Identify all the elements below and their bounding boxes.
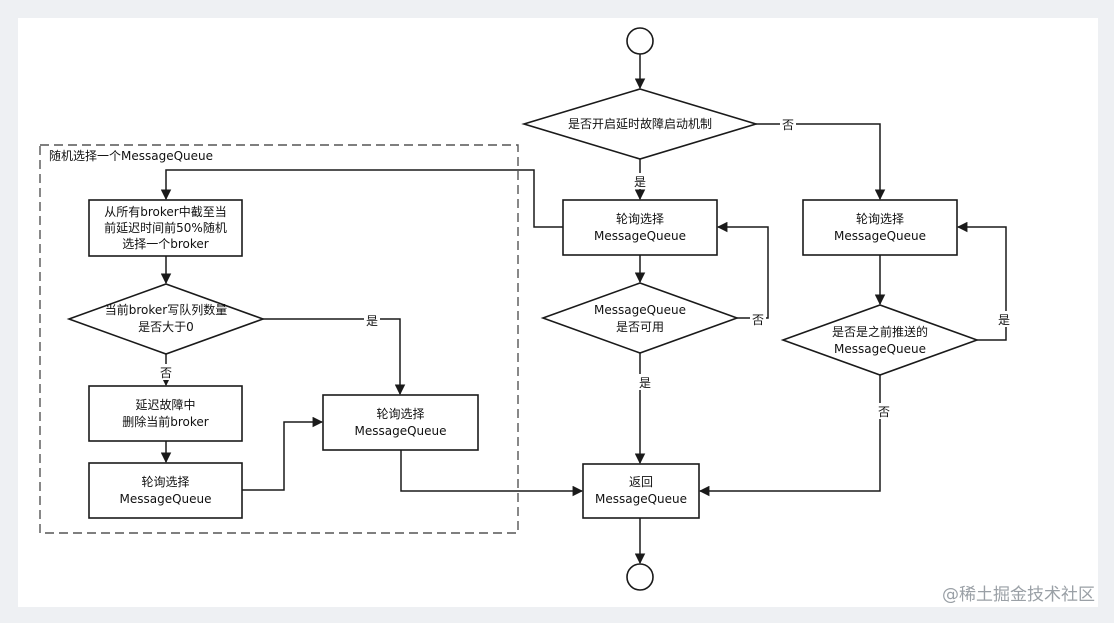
round-right-line2: MessageQueue: [834, 229, 926, 243]
label-prev-no: 否: [878, 405, 890, 419]
decision-fault-label: 是否开启延时故障启动机制: [568, 116, 712, 131]
process-round-inner-left: [88, 462, 243, 519]
random-select-group: [39, 144, 519, 534]
decision-count-line1: 当前broker写队列数量: [105, 302, 227, 317]
label-count-yes: 是: [366, 314, 378, 328]
process-broker-pick: [88, 199, 243, 257]
edge-fault-no: [756, 123, 886, 201]
label-count-no: 否: [160, 366, 172, 380]
edge-count-yes: [263, 318, 406, 396]
process-round-inner-right: [322, 394, 479, 451]
decision-count-line2: 是否大于0: [138, 320, 194, 334]
process-round-mid: [562, 199, 718, 256]
label-fault-yes: 是: [634, 175, 646, 189]
process-delete-broker: [88, 385, 243, 442]
broker-pick-line3: 选择一个broker: [122, 237, 209, 251]
edge-roundmid-to-group: [160, 169, 563, 228]
edge-prev-yes-loop: [956, 221, 1007, 341]
decision-prev-line1: 是否是之前推送的: [832, 324, 928, 339]
end-node: [626, 563, 654, 591]
edge-innerleft-to-innerright: [242, 416, 324, 491]
broker-pick-line2: 前延迟时间前50%随机: [104, 220, 227, 235]
round-inner-right-line1: 轮询选择: [376, 407, 424, 421]
round-mid-line1: 轮询选择: [616, 212, 664, 226]
round-right-line1: 轮询选择: [856, 212, 904, 226]
group-label: 随机选择一个MessageQueue: [49, 148, 213, 163]
broker-pick-line1: 从所有broker中截至当: [104, 204, 226, 219]
start-node: [626, 27, 654, 55]
return-line2: MessageQueue: [595, 492, 687, 506]
label-available-no: 否: [752, 313, 764, 327]
delete-broker-line2: 删除当前broker: [122, 414, 209, 429]
process-round-right: [802, 199, 958, 256]
edge-innerright-to-return: [400, 450, 584, 497]
label-prev-yes: 是: [998, 313, 1010, 327]
watermark: @稀土掘金技术社区: [942, 585, 1095, 605]
delete-broker-line1: 延迟故障中: [135, 397, 195, 412]
round-inner-left-line1: 轮询选择: [141, 475, 189, 489]
decision-available-line1: MessageQueue: [594, 303, 686, 317]
decision-available-line2: 是否可用: [616, 320, 664, 334]
decision-prev-line2: MessageQueue: [834, 342, 926, 356]
round-inner-right-line2: MessageQueue: [354, 424, 446, 438]
round-inner-left-line2: MessageQueue: [119, 492, 211, 506]
label-available-yes: 是: [639, 376, 651, 390]
round-mid-line2: MessageQueue: [594, 229, 686, 243]
return-line1: 返回: [629, 475, 653, 489]
process-return: [582, 463, 700, 519]
label-fault-no: 否: [782, 118, 794, 132]
